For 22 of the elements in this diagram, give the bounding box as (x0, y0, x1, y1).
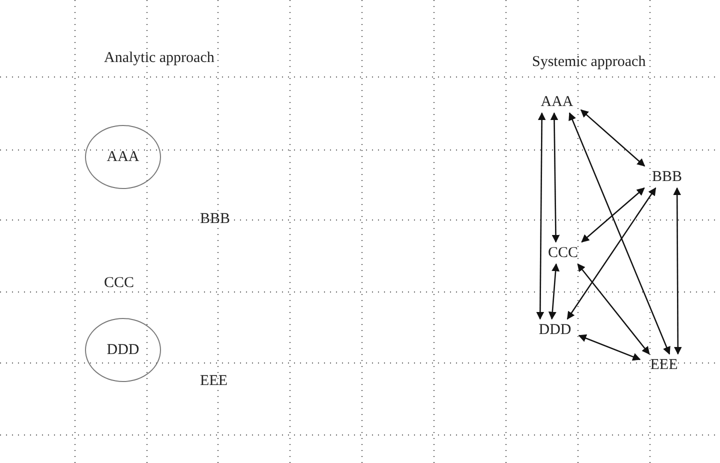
double-arrow (581, 187, 645, 243)
text-label: EEE (200, 374, 228, 389)
double-arrow (550, 112, 560, 243)
section-heading: Analytic approach (104, 51, 214, 66)
ellipse-node: DDD (85, 318, 161, 382)
double-arrow (577, 263, 650, 355)
double-arrow (548, 263, 560, 320)
ellipse-node: AAA (85, 125, 161, 189)
node-label: EEE (642, 356, 686, 374)
node-label: AAA (535, 93, 579, 111)
double-arrow (580, 109, 646, 167)
double-arrow (673, 187, 682, 355)
node-label: CCC (541, 244, 585, 262)
node-label: BBB (645, 168, 689, 186)
section-heading: Systemic approach (532, 55, 646, 70)
double-arrow (578, 334, 641, 361)
text-label: CCC (104, 276, 134, 291)
double-arrow (536, 112, 546, 320)
node-label: DDD (533, 321, 577, 339)
double-arrow (566, 187, 656, 320)
double-arrow (568, 112, 670, 355)
text-label: BBB (200, 212, 230, 227)
